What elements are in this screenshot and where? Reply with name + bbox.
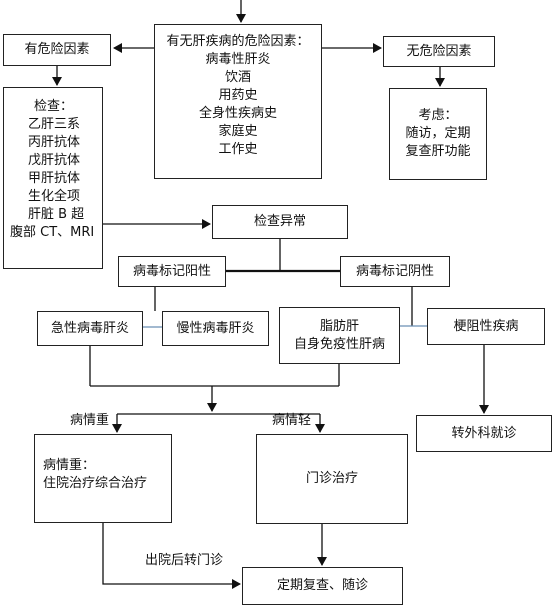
edge-label-discharge: 出院后转门诊 [145, 553, 224, 568]
fatty-autoimmune-box: 脂肪肝 自身免疫性肝病 [279, 307, 400, 364]
consider-line-2: 复查肝功能 [405, 144, 471, 159]
no-risk-label: 无危险因素 [406, 43, 472, 59]
consider-box: 考虑： 随访，定期 复查肝功能 [389, 88, 487, 180]
consider-title: 考虑： [418, 108, 458, 123]
virus-positive-label: 病毒标记阳性 [132, 263, 211, 279]
outpatient-label: 门诊治疗 [305, 471, 358, 486]
chronic-hepatitis-label: 慢性病毒肝炎 [176, 320, 255, 336]
has-risk-label: 有危险因素 [24, 42, 90, 57]
virus-negative-label: 病毒标记阴性 [355, 263, 434, 279]
surgery-referral-label: 转外科就诊 [451, 425, 517, 441]
severe-title: 病情重： [43, 458, 96, 473]
risk-item-medication: 用药史 [218, 88, 258, 103]
virus-negative-box: 病毒标记阴性 [340, 256, 450, 287]
risk-item-viral: 病毒性肝炎 [205, 52, 271, 67]
has-risk-box: 有危险因素 [3, 34, 111, 66]
risk-item-alcohol: 饮酒 [224, 70, 251, 85]
checks-title: 检查： [34, 99, 74, 114]
check-item-ultrasound: 肝脏 B 超 [28, 207, 85, 222]
obstructive-box: 梗阻性疾病 [427, 308, 545, 345]
followup-label: 定期复查、随诊 [276, 578, 368, 593]
fatty-liver-label: 脂肪肝 [319, 318, 359, 334]
chronic-hepatitis-box: 慢性病毒肝炎 [162, 311, 269, 346]
acute-hepatitis-label: 急性病毒肝炎 [50, 320, 129, 336]
outpatient-box: 门诊治疗 [256, 434, 408, 524]
check-item-hav: 甲肝抗体 [28, 171, 81, 186]
check-item-hcv: 丙肝抗体 [28, 135, 81, 150]
virus-positive-box: 病毒标记阳性 [118, 256, 226, 287]
risk-item-systemic: 全身性疾病史 [198, 106, 277, 121]
edge-label-mild: 病情轻 [272, 413, 312, 428]
followup-box: 定期复查、随诊 [242, 567, 403, 605]
severe-detail: 住院治疗综合治疗 [43, 476, 148, 491]
check-item-hev: 戊肝抗体 [28, 153, 81, 168]
severe-treatment-box: 病情重： 住院治疗综合治疗 [34, 434, 172, 523]
check-item-biochem: 生化全项 [28, 189, 81, 204]
autoimmune-label: 自身免疫性肝病 [293, 336, 385, 352]
risk-item-work: 工作史 [218, 142, 258, 157]
acute-hepatitis-box: 急性病毒肝炎 [37, 311, 143, 346]
check-item-hbv: 乙肝三系 [28, 117, 81, 132]
obstructive-label: 梗阻性疾病 [453, 318, 519, 334]
consider-line-1: 随访，定期 [405, 126, 471, 141]
edge-label-severe: 病情重 [70, 413, 110, 428]
risk-assessment-box: 有无肝疾病的危险因素： 病毒性肝炎 饮酒 用药史 全身性疾病史 家庭史 工作史 [154, 24, 322, 179]
risk-assessment-title: 有无肝疾病的危险因素： [166, 34, 310, 49]
abnormal-box: 检查异常 [212, 205, 348, 239]
check-item-ct-mri: 腹部 CT、MRI [10, 225, 95, 240]
severe-to-followup-line [102, 523, 241, 589]
abnormal-label: 检查异常 [253, 214, 306, 229]
risk-item-family: 家庭史 [218, 124, 258, 139]
checks-box: 检查： 乙肝三系 丙肝抗体 戊肝抗体 甲肝抗体 生化全项 肝脏 B 超 腹部 C… [3, 87, 103, 269]
surgery-referral-box: 转外科就诊 [416, 415, 552, 452]
no-risk-box: 无危险因素 [383, 36, 495, 67]
